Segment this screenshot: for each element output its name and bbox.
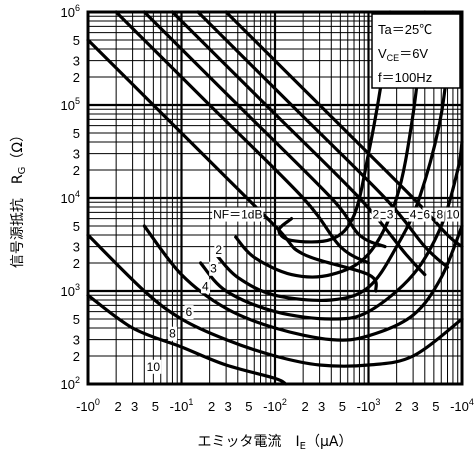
curve-label-bg [445, 207, 461, 222]
series-curve-upper-4 [142, 10, 387, 249]
x-tick-minor: 2 [395, 399, 402, 414]
y-axis-title: 信号源抵抗 RG（Ω） [10, 128, 28, 268]
x-tick-decade: -100 [76, 397, 100, 414]
curve-label-bg [209, 261, 219, 276]
series-curve-10 [86, 293, 288, 386]
x-tick-minor: 2 [115, 399, 122, 414]
curve-label: 3 [387, 208, 394, 222]
x-tick-minor: 3 [224, 399, 231, 414]
curve-label: 6 [423, 208, 430, 222]
x-tick-decade: -101 [170, 397, 194, 414]
series-curve-upper-8 [196, 10, 450, 269]
y-tick-decade: 105 [61, 96, 80, 113]
curve-label-bg [408, 207, 418, 222]
y-tick-minor: 5 [73, 312, 80, 327]
series-curve-upper-6 [170, 10, 427, 277]
series-curve-4 [199, 140, 464, 321]
x-tick-minor: 5 [339, 399, 346, 414]
y-tick-decade: 106 [61, 3, 80, 20]
y-tick-minor: 3 [73, 240, 80, 255]
curve-label: 6 [186, 305, 193, 319]
curve-label-bg [422, 207, 432, 222]
series-curve-upper-10 [224, 10, 464, 249]
curve-label-bg [168, 326, 178, 341]
plot-frame [86, 10, 464, 386]
x-tick-decade: -102 [263, 397, 287, 414]
series-curve-upper-3 [114, 10, 371, 265]
x-tick-minor: 2 [302, 399, 309, 414]
y-tick-minor: 2 [73, 349, 80, 364]
series-layer [86, 10, 464, 386]
x-tick-minor: 3 [131, 399, 138, 414]
cond-temperature: Ta＝25℃ [378, 22, 432, 37]
x-tick-minor: 5 [432, 399, 439, 414]
y-tick-minor: 3 [73, 54, 80, 69]
curve-label-bg [212, 207, 264, 222]
x-tick-decade: -104 [450, 397, 474, 414]
curve-label: 3 [210, 262, 217, 276]
curve-label-bg [214, 243, 224, 258]
y-tick-decade: 103 [61, 282, 80, 299]
curve-label: NF＝1dB [213, 208, 262, 222]
x-axis-title: エミッタ電流 IE（μA） [198, 434, 353, 452]
y-tick-minor: 5 [73, 33, 80, 48]
y-tick-minor: 3 [73, 147, 80, 162]
curve-label-bg [385, 207, 395, 222]
y-tick-decade: 102 [61, 375, 80, 392]
curve-label: 8 [437, 208, 444, 222]
series-curve-8 [86, 233, 464, 368]
y-tick-minor: 3 [73, 333, 80, 348]
curve-label: 2 [215, 243, 222, 257]
x-tick-minor: 5 [245, 399, 252, 414]
curve-label: 4 [202, 279, 209, 293]
y-tick-minor: 2 [73, 70, 80, 85]
y-tick-minor: 2 [73, 163, 80, 178]
curve-label-bg [435, 207, 445, 222]
y-tick-minor: 5 [73, 219, 80, 234]
curve-label: 10 [446, 208, 460, 222]
curve-label-bg [371, 207, 381, 222]
curve-label-bg [201, 279, 211, 294]
curve-label: 4 [410, 208, 417, 222]
conditions-box: Ta＝25℃ VCE＝6V f＝100Hz [371, 13, 461, 89]
x-tick-decade: -103 [357, 397, 381, 414]
curve-label-bg [145, 359, 162, 374]
cond-frequency: f＝100Hz [378, 70, 432, 85]
x-tick-minor: 2 [208, 399, 215, 414]
cond-vce: VCE＝6V [378, 46, 428, 63]
series-curve-upper-2 [86, 38, 378, 293]
x-tick-minor: 5 [152, 399, 159, 414]
curve-label: 2 [373, 208, 380, 222]
curve-label: 8 [169, 327, 176, 341]
series-curve-6 [142, 224, 464, 342]
curve-label-bg [184, 305, 194, 320]
y-tick-minor: 5 [73, 126, 80, 141]
x-tick-minor: 3 [318, 399, 325, 414]
y-tick-minor: 2 [73, 256, 80, 271]
y-tick-decade: 104 [61, 189, 80, 206]
x-tick-minor: 3 [411, 399, 418, 414]
curve-label: 10 [147, 360, 161, 374]
